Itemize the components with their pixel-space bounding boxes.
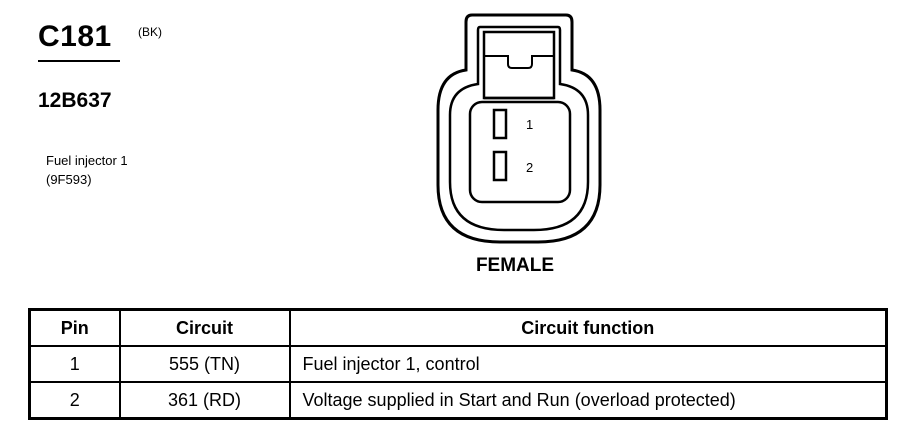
header-pin: Pin [28, 308, 121, 347]
cell-pin: 1 [28, 345, 121, 383]
connector-id-underline [38, 60, 120, 62]
table-row: 2 361 (RD) Voltage supplied in Start and… [28, 381, 888, 420]
gender-label: FEMALE [475, 255, 555, 276]
cell-circuit: 361 (RD) [118, 381, 291, 420]
part-number: 12B637 [38, 89, 112, 112]
connector-face-diagram: 1 2 [436, 13, 602, 244]
header-circuit: Circuit [118, 308, 291, 347]
locking-tab [482, 30, 556, 100]
pin-label-1: 1 [526, 117, 533, 132]
pin-label-2: 2 [526, 160, 533, 175]
pin-table: Pin Circuit Circuit function 1 555 (TN) … [28, 308, 888, 420]
connector-inner-housing [448, 25, 590, 232]
pin-cavity-2 [492, 150, 508, 182]
cell-circuit-function: Voltage supplied in Start and Run (overl… [288, 381, 888, 420]
table-row: 1 555 (TN) Fuel injector 1, control [28, 345, 888, 383]
cell-circuit: 555 (TN) [118, 345, 291, 383]
header-circuit-function: Circuit function [288, 308, 888, 347]
connector-outer-housing [436, 13, 602, 244]
locking-tab-latch [484, 55, 554, 69]
connector-id: C181 [38, 20, 112, 53]
pin-cavity-1 [492, 108, 508, 140]
component-name: Fuel injector 1 [46, 153, 128, 168]
cell-circuit-function: Fuel injector 1, control [288, 345, 888, 383]
component-code: (9F593) [46, 172, 92, 187]
table-header-row: Pin Circuit Circuit function [28, 308, 888, 347]
color-code: (BK) [138, 25, 162, 39]
terminal-block [468, 100, 572, 204]
cell-pin: 2 [28, 381, 121, 420]
